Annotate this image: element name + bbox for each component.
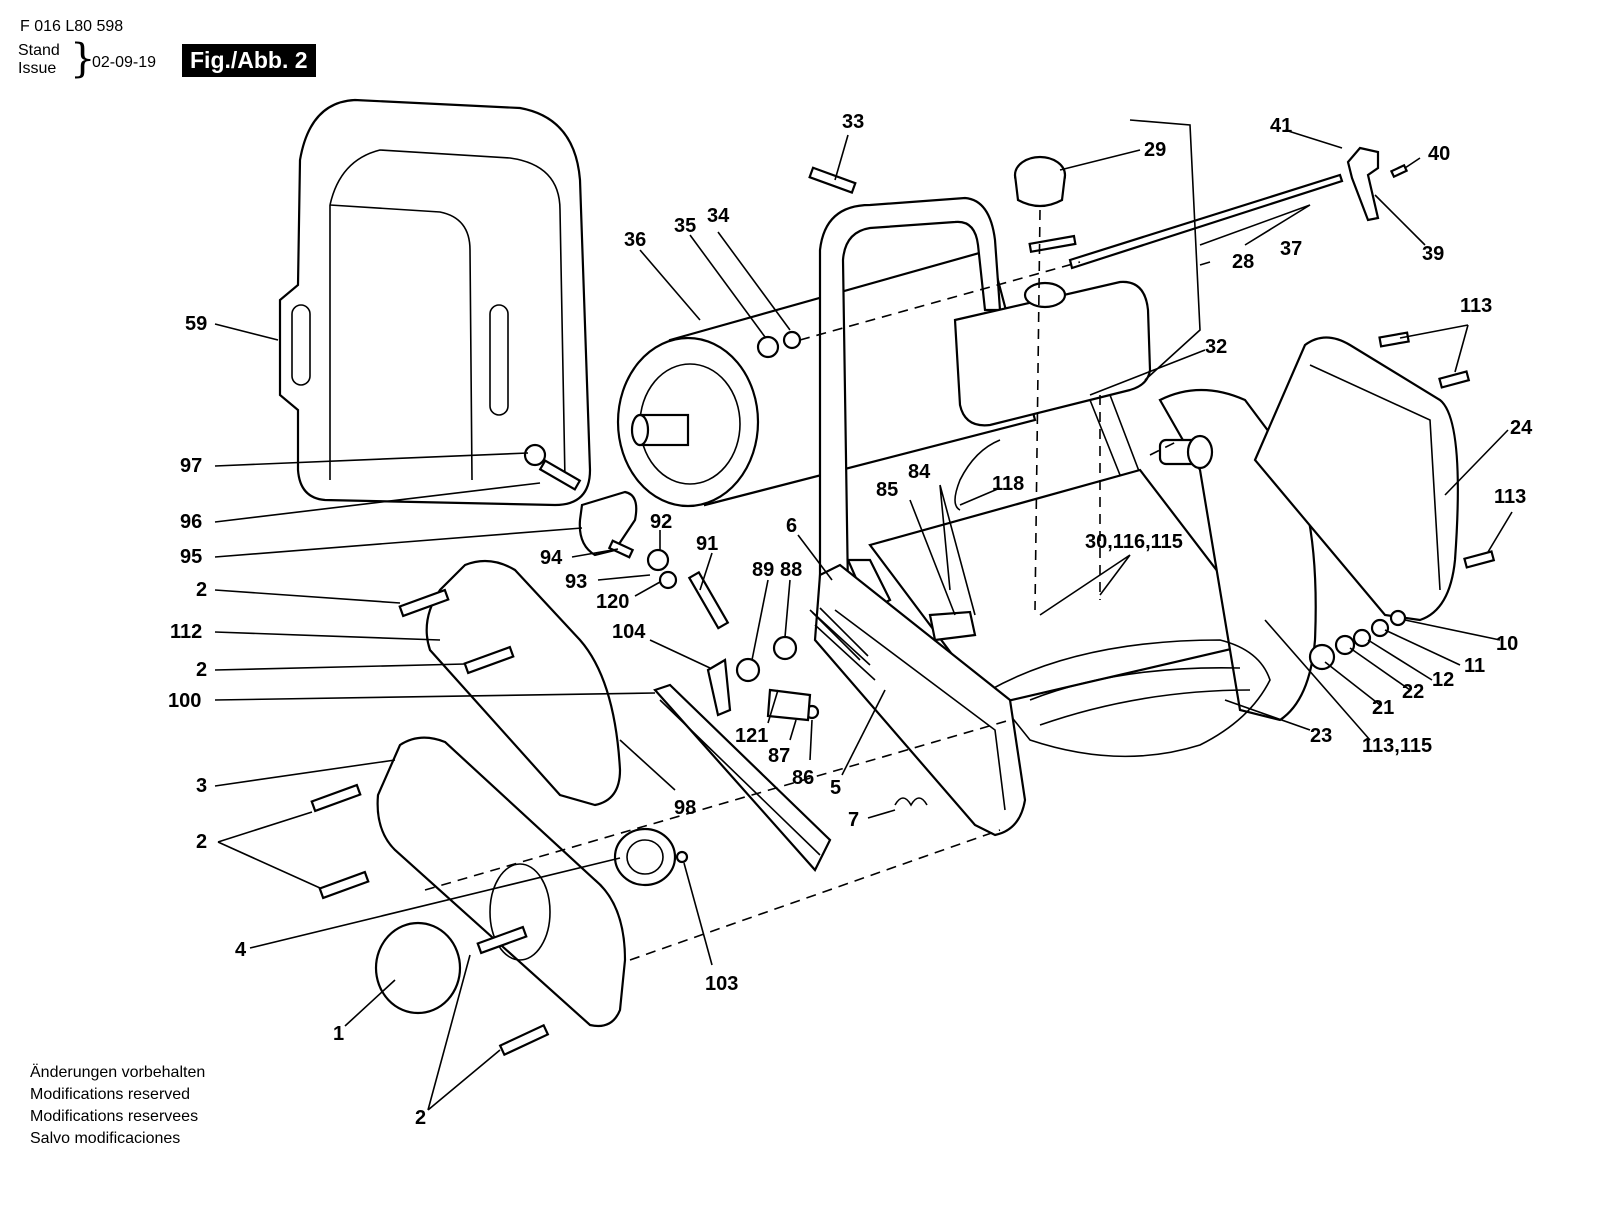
assembly-lines	[424, 209, 1181, 961]
callout-113-115: 113,115	[1362, 735, 1432, 757]
callout-96: 96	[180, 511, 202, 533]
leader-lines	[214, 119, 1513, 1111]
figure-label: Fig./Abb. 2	[182, 44, 316, 77]
callout-91: 91	[696, 533, 718, 555]
callout-93: 93	[565, 571, 587, 593]
part-112-small-cover	[425, 559, 622, 807]
callout-97: 97	[180, 455, 202, 477]
callout-12: 12	[1432, 669, 1454, 691]
part-28-tank	[953, 280, 1152, 501]
callout-103: 103	[705, 973, 738, 995]
callout-28: 28	[1232, 251, 1254, 273]
callout-98: 98	[674, 797, 696, 819]
part-118-hose	[954, 439, 1001, 511]
callout-95: 95	[180, 546, 202, 568]
part-95-96-knob	[578, 490, 638, 557]
callout-113b: 113	[1494, 486, 1526, 508]
callout-92: 92	[650, 511, 672, 533]
callout-87: 87	[768, 745, 790, 767]
callout-22: 22	[1402, 681, 1424, 703]
callout-121: 121	[735, 725, 768, 747]
part-6-side-plate	[809, 563, 1027, 837]
callout-5: 5	[830, 777, 841, 799]
callout-29: 29	[1144, 139, 1166, 161]
note-fr: Modifications reservees	[30, 1108, 199, 1125]
note-es: Salvo modificaciones	[30, 1130, 181, 1147]
issue-label: Issue	[18, 60, 57, 77]
callout-120: 120	[596, 591, 629, 613]
issue-date: 02-09-19	[92, 54, 157, 71]
callout-100: 100	[168, 690, 201, 712]
callout-7: 7	[848, 809, 859, 831]
part-37-rod	[1068, 173, 1344, 270]
note-en: Modifications reserved	[30, 1086, 191, 1103]
callout-104: 104	[612, 621, 646, 643]
callout-118: 118	[992, 473, 1024, 495]
note-de: Änderungen vorbehalten	[30, 1064, 206, 1081]
callout-2c: 2	[196, 831, 207, 853]
callout-10: 10	[1496, 633, 1518, 655]
part-100-blade-bar	[653, 683, 832, 872]
callout-32: 32	[1205, 336, 1227, 358]
callout-2a: 2	[196, 579, 207, 601]
stand-issue-label: Stand Issue	[18, 42, 60, 78]
callout-1: 1	[333, 1023, 344, 1045]
callout-84: 84	[908, 461, 931, 483]
callout-33: 33	[842, 111, 864, 133]
part-29-cap	[1013, 155, 1067, 208]
callout-21: 21	[1372, 697, 1394, 719]
callout-6: 6	[786, 515, 797, 537]
small-hardware	[523, 330, 1407, 864]
callout-113a: 113	[1460, 295, 1492, 317]
part-3-end-cover	[376, 736, 627, 1028]
callout-numbers: 59 97 96 95 2 112 2 100 3 2 4 1 2 94 93 …	[168, 111, 1533, 1129]
callout-86: 86	[792, 767, 814, 789]
part-36-rear-roller	[616, 248, 1037, 508]
part-59-grass-catcher	[278, 98, 592, 507]
part-4-ring	[613, 827, 677, 887]
screw-set	[310, 166, 1496, 1057]
callout-59: 59	[185, 313, 207, 335]
stand-label: Stand	[18, 42, 60, 59]
callout-4: 4	[235, 939, 247, 961]
callout-37: 37	[1280, 238, 1302, 260]
modification-notes: Änderungen vorbehalten Modifications res…	[30, 1062, 205, 1150]
callout-36: 36	[624, 229, 646, 251]
callout-89: 89	[752, 559, 774, 581]
document-code: F 016 L80 598	[20, 18, 124, 35]
callout-94: 94	[540, 547, 563, 569]
callout-35: 35	[674, 215, 696, 237]
callout-88: 88	[780, 559, 802, 581]
callout-2b: 2	[196, 659, 207, 681]
callout-30-116-115: 30,116,115	[1085, 531, 1183, 553]
callout-85: 85	[876, 479, 898, 501]
part-39-41-lever	[1346, 146, 1409, 222]
callout-2d: 2	[415, 1107, 426, 1129]
callout-34: 34	[707, 205, 730, 227]
callout-40: 40	[1428, 143, 1450, 165]
callout-41: 41	[1270, 115, 1292, 137]
part-24-side-cover	[1253, 336, 1459, 622]
callout-24: 24	[1510, 417, 1533, 439]
brace-glyph: }	[70, 36, 96, 82]
callout-112: 112	[170, 621, 202, 643]
callout-39: 39	[1422, 243, 1444, 265]
callout-3: 3	[196, 775, 207, 797]
callout-11: 11	[1464, 655, 1485, 677]
callout-23: 23	[1310, 725, 1332, 747]
part-1-cap-disc	[374, 921, 462, 1015]
